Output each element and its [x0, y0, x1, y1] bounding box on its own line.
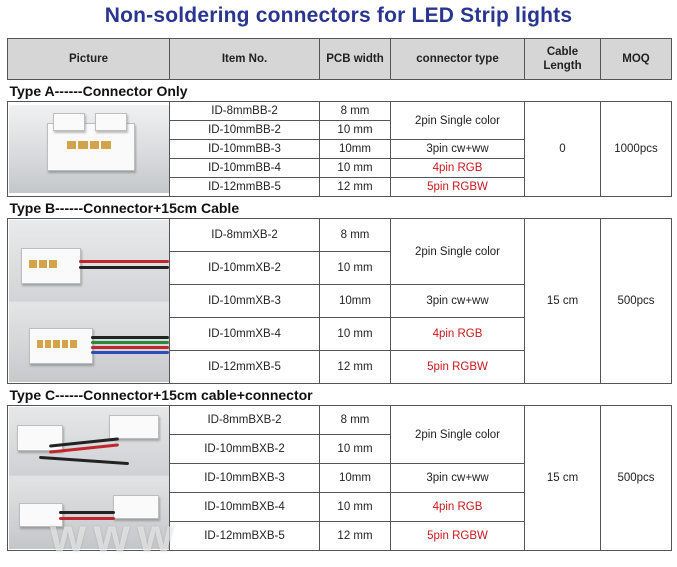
section-label-type-c: Type C------Connector+15cm cable+connect…: [7, 383, 672, 406]
connector-type: 4pin RGB: [390, 317, 525, 351]
header-row: Picture Item No. PCB width connector typ…: [7, 38, 672, 80]
pcb-width: 10 mm: [319, 251, 391, 285]
connector-photo-a: [8, 105, 169, 193]
connector-type: 3pin cw+ww: [390, 284, 525, 318]
pcb-width: 10 mm: [319, 434, 391, 464]
header-cable-length-line1: Cable: [546, 46, 579, 58]
pcb-width: 8 mm: [319, 101, 391, 121]
connector-type: 2pin Single color: [390, 101, 525, 140]
item-no: ID-8mmBXB-2: [169, 405, 320, 435]
connector-photo-b: [8, 220, 169, 382]
connector-type: 2pin Single color: [390, 405, 525, 464]
section-row-type-a: Type A------Connector Only: [7, 79, 672, 102]
item-no: ID-10mmXB-3: [169, 284, 320, 318]
header-cable-length-line2: Length: [543, 60, 582, 72]
picture-type-c: [7, 405, 170, 551]
item-no: ID-8mmXB-2: [169, 218, 320, 252]
item-no: ID-10mmBXB-2: [169, 434, 320, 464]
item-no: ID-10mmBB-2: [169, 120, 320, 140]
item-no: ID-10mmXB-2: [169, 251, 320, 285]
table-row: ID-12mmXB-5 12 mm 5pin RGBW: [8, 350, 672, 384]
item-no: ID-10mmBXB-4: [169, 492, 320, 522]
connector-type: 4pin RGB: [390, 158, 525, 178]
section-row-type-b: Type B------Connector+15cm Cable: [7, 196, 672, 219]
header-moq: MOQ: [600, 38, 672, 80]
table-row: ID-12mmBB-5 12 mm 5pin RGBW: [8, 177, 672, 197]
pcb-width: 10mm: [319, 463, 391, 493]
item-no: ID-10mmBXB-3: [169, 463, 320, 493]
connector-type: 5pin RGBW: [390, 177, 525, 197]
table-row: ID-12mmBXB-5 12 mm 5pin RGBW: [8, 521, 672, 551]
item-no: ID-12mmBXB-5: [169, 521, 320, 551]
header-connector-type: connector type: [390, 38, 525, 80]
item-no: ID-10mmXB-4: [169, 317, 320, 351]
item-no: ID-12mmBB-5: [169, 177, 320, 197]
pcb-width: 10 mm: [319, 492, 391, 522]
connector-photo-c: [8, 407, 169, 549]
pcb-width: 10mm: [319, 284, 391, 318]
page-title: Non-soldering connectors for LED Strip l…: [104, 4, 573, 27]
picture-type-b: [7, 218, 170, 384]
table-row: ID-10mmXB-2 10 mm: [8, 251, 672, 285]
connector-type: 5pin RGBW: [390, 521, 525, 551]
moq: 500pcs: [600, 218, 672, 384]
table-row: ID-10mmBXB-4 10 mm 4pin RGB: [8, 492, 672, 522]
table-row: ID-8mmXB-2 8 mm 2pin Single color 15 cm …: [7, 218, 672, 384]
moq: 500pcs: [600, 405, 672, 551]
connector-type: 4pin RGB: [390, 492, 525, 522]
pcb-width: 10 mm: [319, 317, 391, 351]
header-picture: Picture: [7, 38, 170, 80]
cable-length: 0: [524, 101, 601, 197]
table-row: ID-10mmBXB-2 10 mm: [8, 434, 672, 464]
pcb-width: 10 mm: [319, 158, 391, 178]
item-no: ID-10mmBB-4: [169, 158, 320, 178]
pcb-width: 12 mm: [319, 521, 391, 551]
table-row: ID-10mmXB-4 10 mm 4pin RGB: [8, 317, 672, 351]
table-row: ID-10mmBB-3 10mm 3pin cw+ww: [8, 139, 672, 159]
item-no: ID-8mmBB-2: [169, 101, 320, 121]
section-label-type-a: Type A------Connector Only: [7, 79, 672, 102]
product-table: Picture Item No. PCB width connector typ…: [7, 38, 672, 551]
connector-type: 5pin RGBW: [390, 350, 525, 384]
pcb-width: 12 mm: [319, 350, 391, 384]
moq: 1000pcs: [600, 101, 672, 197]
section-label-type-b: Type B------Connector+15cm Cable: [7, 196, 672, 219]
connector-type: 3pin cw+ww: [390, 463, 525, 493]
header-item-no: Item No.: [169, 38, 320, 80]
table-row: ID-8mmBXB-2 8 mm 2pin Single color 15 cm…: [7, 405, 672, 551]
item-no: ID-12mmXB-5: [169, 350, 320, 384]
pcb-width: 8 mm: [319, 405, 391, 435]
connector-type: 2pin Single color: [390, 218, 525, 285]
cable-length: 15 cm: [524, 218, 601, 384]
section-row-type-c: Type C------Connector+15cm cable+connect…: [7, 383, 672, 406]
header-pcb-width: PCB width: [319, 38, 391, 80]
pcb-width: 10mm: [319, 139, 391, 159]
connector-type: 3pin cw+ww: [390, 139, 525, 159]
pcb-width: 12 mm: [319, 177, 391, 197]
pcb-width: 10 mm: [319, 120, 391, 140]
item-no: ID-10mmBB-3: [169, 139, 320, 159]
table-row: ID-8mmBB-2 8 mm 2pin Single color 0 1000…: [7, 101, 672, 197]
pcb-width: 8 mm: [319, 218, 391, 252]
picture-type-a: [7, 101, 170, 197]
cable-length: 15 cm: [524, 405, 601, 551]
